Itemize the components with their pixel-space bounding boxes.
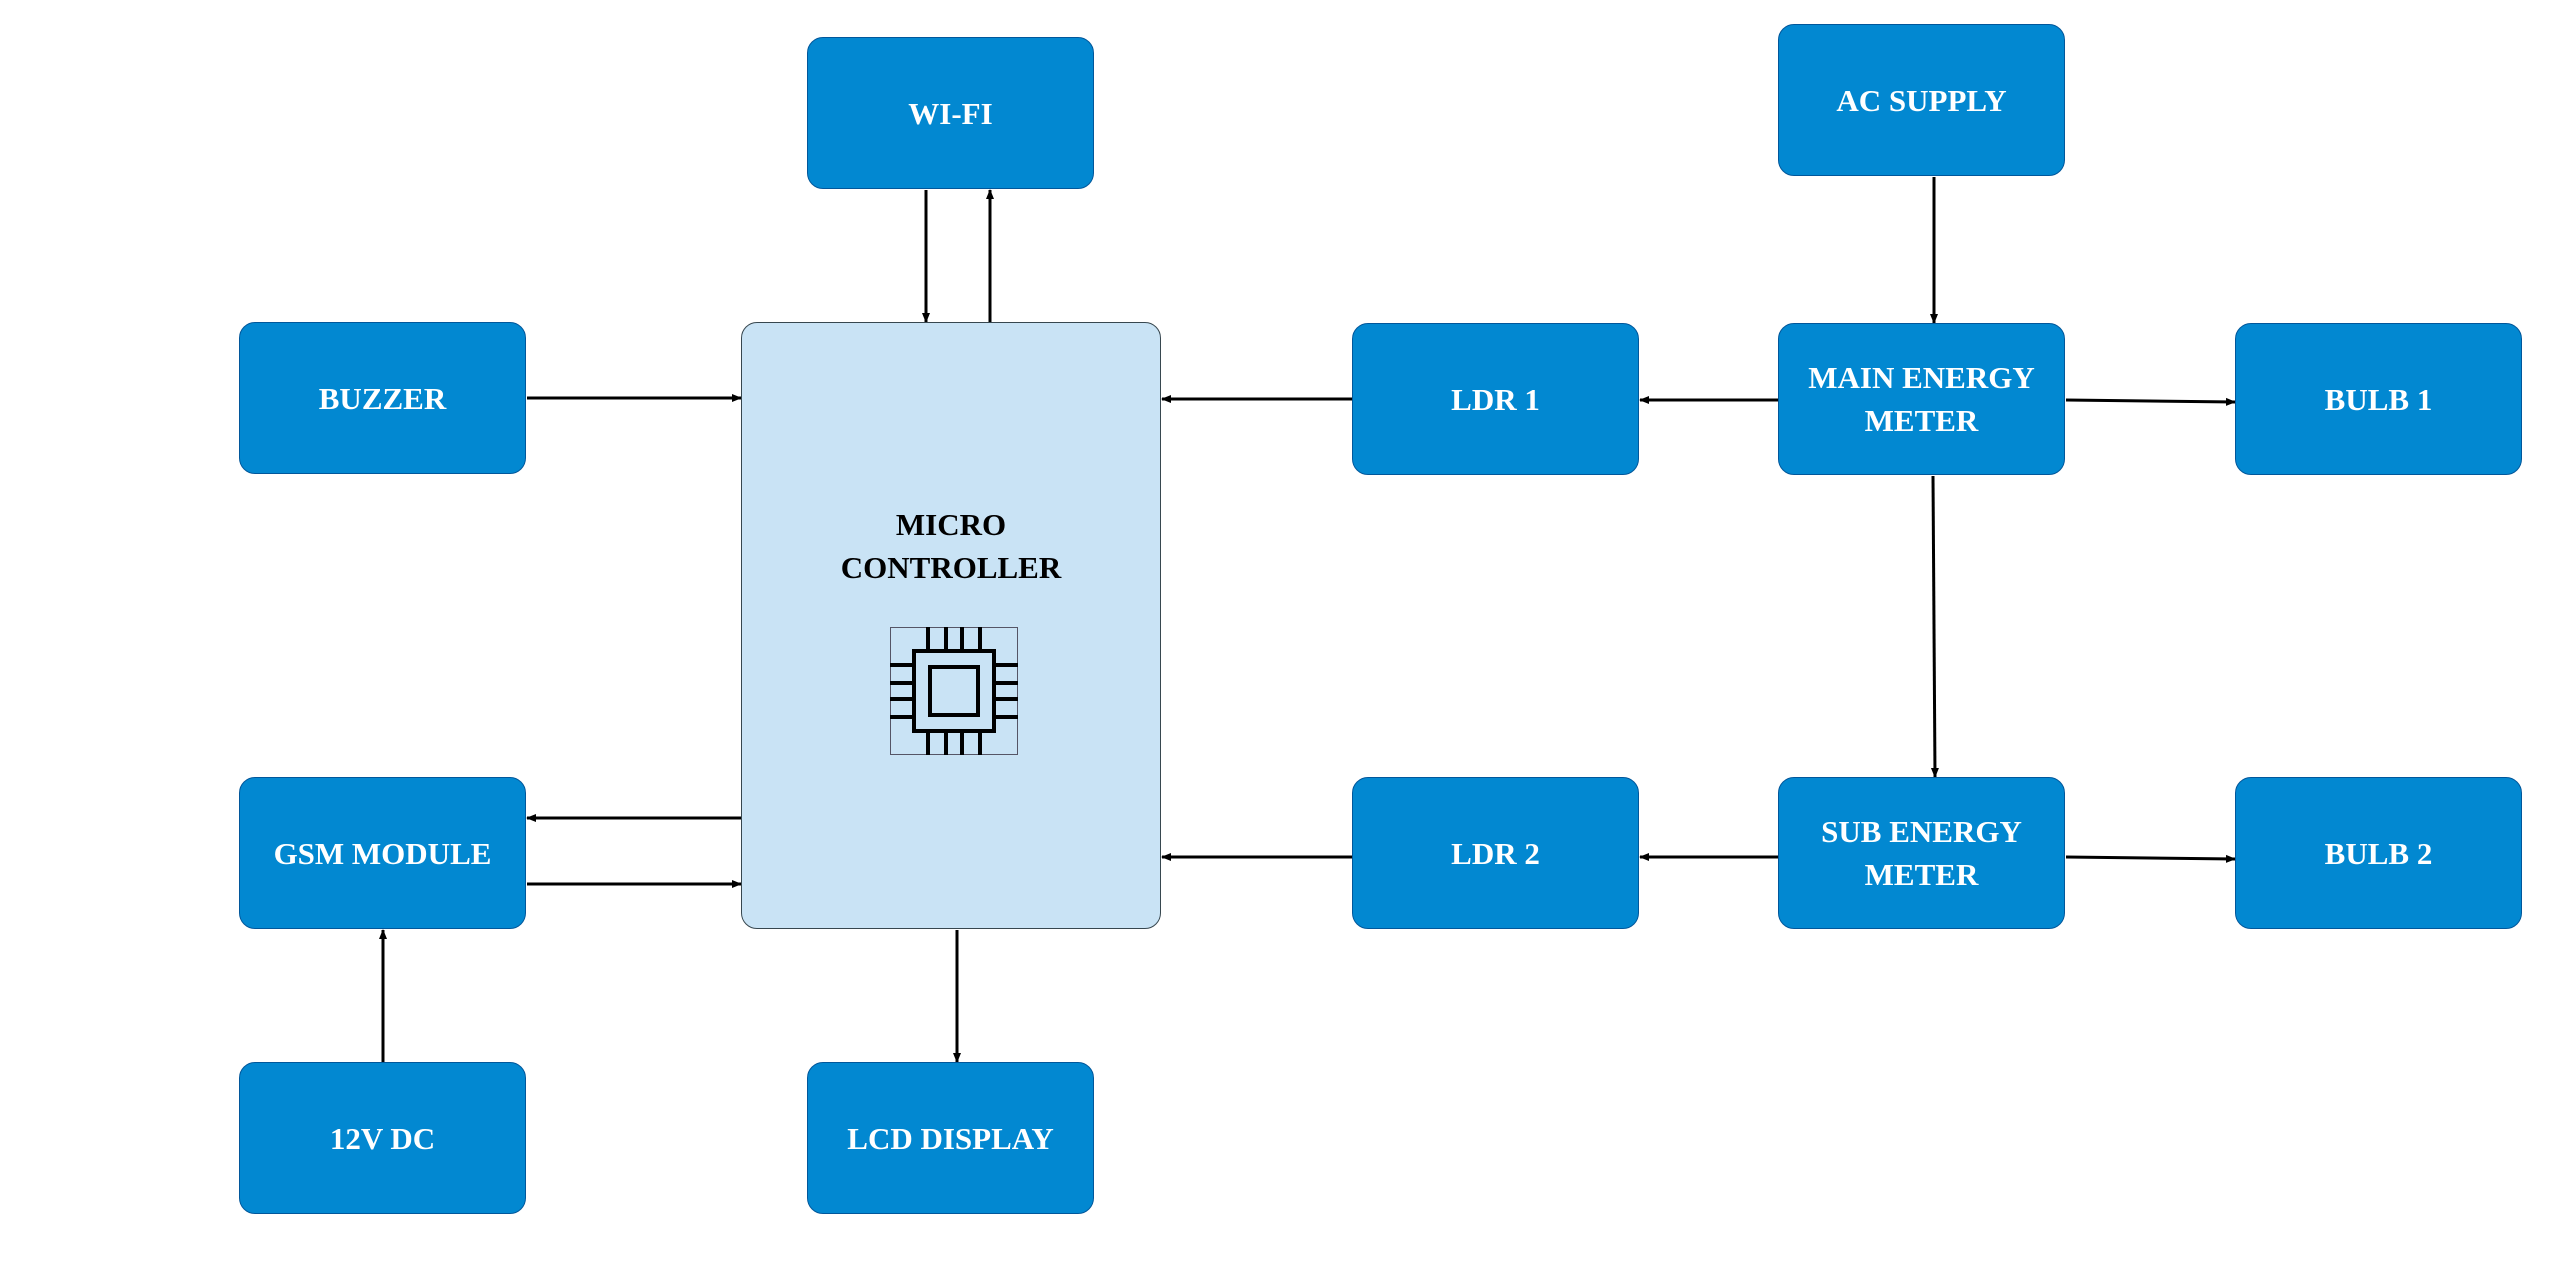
bulb1-block: BULB 1 [2235, 323, 2522, 475]
lcd-display-block: LCD DISPLAY [807, 1062, 1094, 1214]
microcontroller-label: MICRO CONTROLLER [840, 507, 1062, 585]
sub-energy-meter-block: SUB ENERGY METER [1778, 777, 2065, 929]
main-energy-meter-block: MAIN ENERGY METER [1778, 323, 2065, 475]
bulb2-block: BULB 2 [2235, 777, 2522, 929]
ldr1-block: LDR 1 [1352, 323, 1639, 475]
gsm-module-block: GSM MODULE [239, 777, 526, 929]
ac-supply-block: AC SUPPLY [1778, 24, 2065, 176]
microcontroller-block: MICRO CONTROLLER [741, 322, 1161, 929]
arrow-main-meter-to-bulb1 [2065, 397, 2236, 406]
arrow-sub-meter-to-bulb2 [2065, 854, 2236, 863]
dc-12v-block: 12V DC [239, 1062, 526, 1214]
wifi-block: WI-FI [807, 37, 1094, 189]
ldr2-block: LDR 2 [1352, 777, 1639, 929]
arrow-main-meter-to-sub-meter [1930, 475, 1939, 778]
buzzer-block: BUZZER [239, 322, 526, 474]
microchip-icon [890, 627, 1018, 755]
